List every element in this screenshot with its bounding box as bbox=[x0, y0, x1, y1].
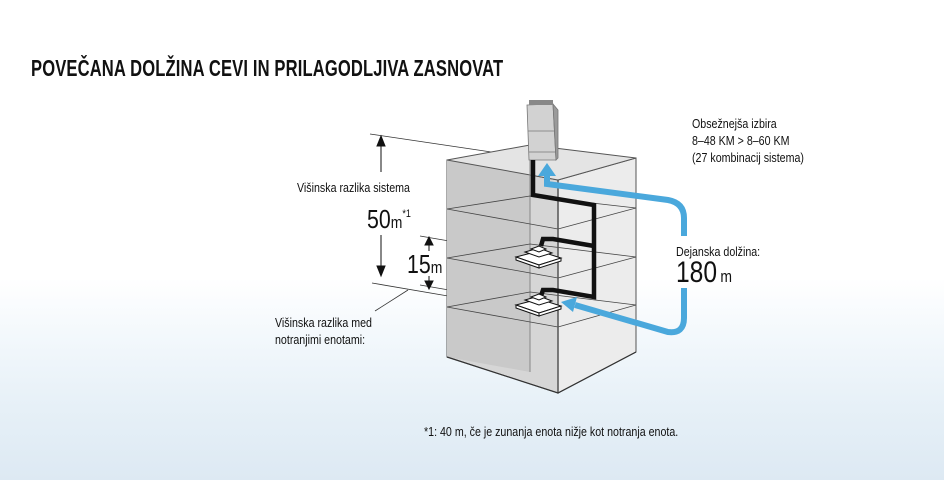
dimension-arrow-icon bbox=[424, 235, 434, 291]
actual-length-number: 180 bbox=[676, 256, 718, 289]
actual-length-unit: m bbox=[720, 267, 732, 286]
capacity-choice-line: Obsežnejša izbira bbox=[692, 116, 777, 131]
indoor-height-label-line: notranjimi enotami: bbox=[275, 332, 366, 347]
system-height-label: Višinska razlika sistema bbox=[297, 180, 410, 195]
page-title: POVEČANA DOLŽINA CEVI IN PRILAGODLJIVA Z… bbox=[31, 55, 504, 81]
outdoor-unit-icon bbox=[526, 100, 559, 161]
flow-path bbox=[544, 174, 687, 336]
indoor-height-number: 15 bbox=[407, 249, 431, 279]
refrigerant-pipe bbox=[530, 160, 597, 300]
footnote: *1: 40 m, če je zunanja enota nižje kot … bbox=[424, 424, 679, 439]
indoor-unit-icon bbox=[514, 245, 563, 269]
indoor-height-unit: m bbox=[430, 258, 443, 277]
indoor-height-label: Višinska razlika med notranjimi enotami: bbox=[275, 314, 372, 348]
system-height-value: 50m*1 bbox=[367, 204, 411, 235]
capacity-choice-note: Obsežnejša izbira 8–48 KM > 8–60 KM (27 … bbox=[692, 115, 804, 166]
actual-length-label: Dejanska dolžina: bbox=[676, 244, 761, 259]
indoor-unit-icon bbox=[514, 293, 563, 317]
footnote-ref: *1 bbox=[402, 208, 411, 220]
indoor-height-value: 15m bbox=[407, 249, 442, 280]
capacity-choice-line: 8–48 KM > 8–60 KM bbox=[692, 133, 790, 148]
flow-arrow-icon bbox=[561, 297, 577, 312]
dimension-arrow-icon bbox=[376, 134, 386, 278]
capacity-choice-line: (27 kombinacij sistema) bbox=[692, 150, 804, 165]
system-height-number: 50 bbox=[367, 204, 391, 234]
system-height-unit: m bbox=[390, 213, 403, 232]
building bbox=[446, 144, 637, 394]
flow-arrow-icon bbox=[538, 163, 556, 176]
indoor-height-label-line: Višinska razlika med bbox=[275, 315, 372, 330]
